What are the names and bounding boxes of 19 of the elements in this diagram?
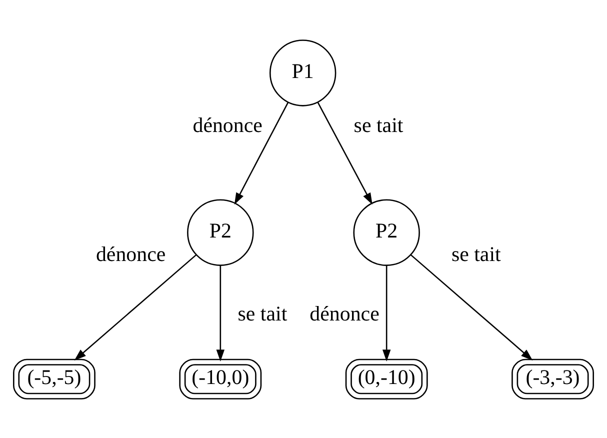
arrow (234, 102, 289, 204)
edge-label: se tait (238, 301, 288, 326)
node-box: (-10,0) (179, 358, 262, 399)
node-box: (-3,-3) (512, 358, 594, 399)
node-box: (-5,-5) (13, 358, 96, 399)
node-circle: P2 (353, 198, 420, 266)
edge-label: dénonce (96, 241, 166, 266)
node-circle: P1 (269, 39, 336, 106)
arrow (216, 264, 225, 361)
edge-label: se tait (451, 241, 501, 266)
edge-label: dénonce (192, 112, 262, 137)
edge-label: dénonce (310, 301, 380, 326)
edge-label: se tait (354, 112, 404, 136)
arrow (74, 254, 197, 360)
arrow (317, 102, 372, 204)
arrow (410, 254, 533, 360)
node-box: (0,-10) (345, 358, 428, 399)
arrow (382, 264, 391, 361)
node-circle: P2 (187, 198, 254, 266)
